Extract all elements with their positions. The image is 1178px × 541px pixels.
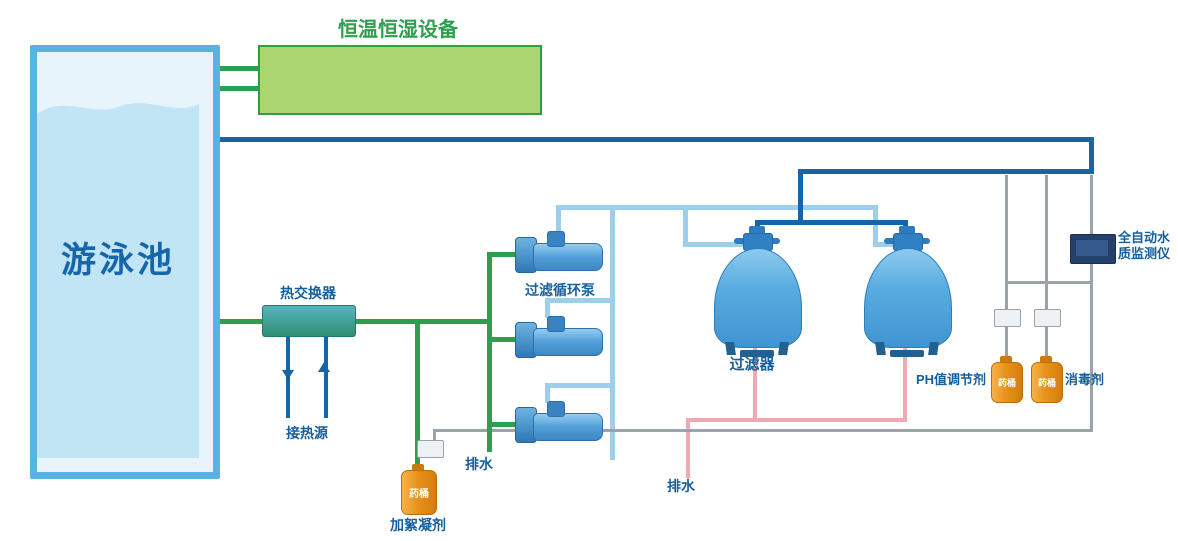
heat-exchanger	[262, 305, 356, 337]
pool-label: 游泳池	[60, 241, 175, 280]
pipe-hvac-bottom	[204, 86, 258, 91]
pipe-main-return	[204, 137, 1094, 142]
pipe-heat-source-right	[324, 336, 328, 418]
circulation-pump-1	[515, 230, 605, 274]
chemical-barrel-flocculant: 药桶	[401, 464, 437, 515]
pipe-drain-header	[686, 418, 907, 422]
filter-tank	[714, 248, 802, 348]
pump-cap	[547, 401, 565, 417]
heat-source-arrow-down-icon	[282, 370, 294, 380]
pipe-discharge-header	[556, 205, 878, 210]
barrel-body: 药桶	[991, 362, 1023, 403]
filter-leg	[778, 342, 789, 355]
barrel-body: 药桶	[401, 470, 437, 515]
barrel-cap	[1040, 356, 1052, 363]
pipe-hvac-top	[204, 66, 258, 71]
pipe-filter1-drop	[683, 205, 688, 247]
pipe-pump1-riser	[556, 205, 561, 235]
drain-left-label: 排水	[465, 456, 493, 472]
heat-exchanger-label: 热交换器	[280, 285, 336, 301]
pipe-dosing1-vertical	[1005, 175, 1008, 359]
pipe-drain-outlet	[686, 418, 690, 478]
pipe-filter2-drop	[873, 205, 878, 247]
filter-valve-cap	[749, 226, 765, 234]
heat-source-arrow-up-icon	[318, 362, 330, 372]
filter-leg	[928, 342, 939, 355]
pump-motor	[533, 243, 603, 271]
filter-base	[740, 350, 774, 357]
pipe-pump3-suction	[487, 422, 525, 427]
water-quality-monitor-label: 全自动水质监测仪	[1118, 230, 1171, 262]
circulation-pump-3	[515, 400, 605, 444]
dosing-valve-disinfectant	[1034, 309, 1061, 327]
circulation-pump-label: 过滤循环泵	[525, 282, 595, 298]
pump-motor	[533, 413, 603, 441]
filter-leg	[725, 342, 736, 355]
pipe-filter1-inlet	[683, 242, 745, 247]
circulation-pump-2	[515, 315, 605, 359]
pipe-flocculant-control	[433, 429, 436, 443]
filter-leg	[875, 342, 886, 355]
pipe-secondary-horizontal	[798, 169, 1094, 174]
dosing-valve-flocculant	[417, 440, 444, 458]
sand-filter-1	[712, 226, 802, 358]
pipe-main-right-vertical	[1089, 137, 1094, 174]
pipe-control-long	[436, 429, 1092, 432]
filter-valve-cap	[899, 226, 915, 234]
pipe-dosing2-vertical	[1045, 175, 1048, 359]
barrel-cap	[412, 464, 424, 471]
pump-cap	[547, 316, 565, 332]
pipe-filter-feed-vertical	[798, 169, 803, 225]
filter-tank	[864, 248, 952, 348]
pipe-flocculant-branch	[415, 319, 420, 467]
ph-adjuster-label: PH值调节剂	[915, 372, 986, 387]
pipe-monitor-vertical	[1090, 175, 1093, 432]
pool-water	[37, 125, 199, 458]
pump-cap	[547, 231, 565, 247]
dosing-valve-ph	[994, 309, 1021, 327]
drain-middle-label: 排水	[667, 478, 695, 494]
barrel-cap	[1000, 356, 1012, 363]
flocculant-label: 加絮凝剂	[390, 517, 446, 533]
barrel-body: 药桶	[1031, 362, 1063, 403]
pipe-sampling-horizontal	[1006, 281, 1092, 284]
hvac-unit	[258, 45, 542, 115]
pump-motor	[533, 328, 603, 356]
pipe-pump1-suction	[487, 252, 525, 257]
sand-filter-2	[862, 226, 952, 358]
pipe-filter2-drain	[903, 346, 907, 420]
monitor-screen	[1076, 240, 1108, 256]
water-wave-icon	[37, 103, 199, 126]
hvac-title: 恒温恒湿设备	[338, 19, 458, 41]
pipe-pump3-riser	[545, 383, 550, 403]
chemical-barrel-ph: 药桶	[991, 356, 1023, 403]
pipe-pump2-suction	[487, 337, 525, 342]
pipe-discharge-trunk	[610, 205, 615, 460]
disinfectant-label: 消毒剂	[1065, 372, 1105, 387]
pipe-pump2-connector	[545, 298, 615, 303]
pipe-filter2-inlet	[873, 242, 897, 247]
water-quality-monitor	[1070, 234, 1116, 264]
pipe-filter1-drain	[753, 346, 757, 420]
filter-label: 过滤器	[729, 356, 775, 373]
pipe-pump3-connector	[545, 383, 615, 388]
pipe-filter-manifold	[755, 220, 908, 225]
pipe-pump2-riser	[545, 298, 550, 318]
pipe-suction-trunk	[487, 252, 492, 452]
swimming-pool: 游泳池	[30, 45, 220, 479]
chemical-barrel-disinfectant: 药桶	[1031, 356, 1063, 403]
heat-source-label: 接热源	[286, 425, 328, 441]
filter-base	[890, 350, 924, 357]
